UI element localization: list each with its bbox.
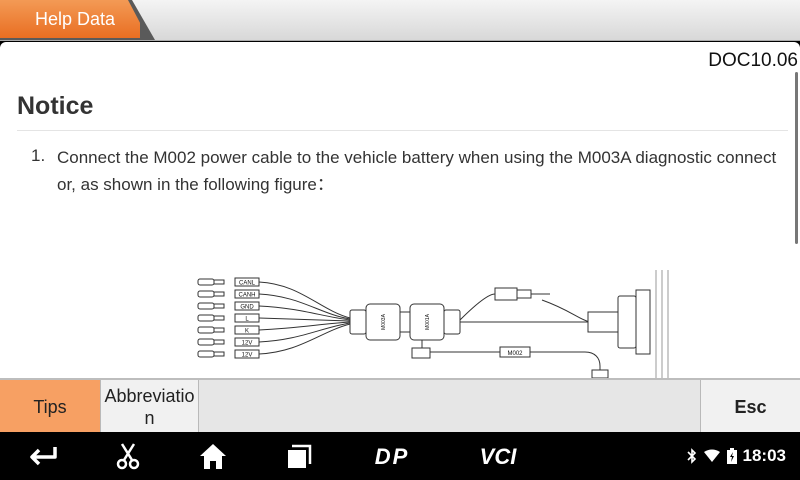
cable-label: M002: [507, 351, 523, 357]
wire-label: CANH: [238, 293, 255, 299]
recent-apps-icon[interactable]: [274, 440, 322, 472]
vci-icon[interactable]: VCI: [466, 440, 530, 472]
wire-canl: [197, 277, 351, 319]
heading-divider: [17, 130, 788, 131]
connector-diagram: CANL CANH GND L K 12V 12V M003A M001A M0…: [197, 270, 669, 378]
page-title: Help Data: [35, 9, 116, 29]
dp-icon[interactable]: DP: [366, 440, 418, 472]
wire-label: GND: [240, 305, 254, 311]
wire-l: [197, 313, 351, 323]
esc-button[interactable]: Esc: [700, 380, 800, 434]
wire-label: K: [245, 329, 249, 335]
wire-label: L: [245, 317, 249, 323]
module-right-label: M001A: [425, 313, 431, 330]
help-content[interactable]: DOC10.06 Notice 1. Connect the M002 powe…: [0, 42, 800, 378]
wire-label: 12V: [242, 341, 253, 347]
module-left-label: M003A: [381, 313, 387, 330]
wire-label: 12V: [242, 353, 253, 359]
abbreviation-button[interactable]: Abbreviation: [101, 380, 199, 434]
title-tab: [0, 0, 140, 38]
dp-label: DP: [375, 444, 410, 468]
bottom-toolbar: Tips Abbreviation Esc: [0, 378, 800, 434]
wire-12v-a: [197, 322, 351, 347]
wire-12v-b: [197, 323, 351, 359]
battery-icon: [726, 448, 737, 464]
back-icon[interactable]: [18, 440, 66, 472]
wifi-icon: [703, 449, 720, 462]
title-bar: Help Data: [0, 0, 800, 41]
wire-k: [197, 321, 351, 335]
list-item-text: Connect the M002 power cable to the vehi…: [57, 148, 777, 194]
tips-button[interactable]: Tips: [0, 380, 101, 434]
list-item-number: 1.: [31, 146, 46, 165]
wire-label: CANL: [239, 281, 256, 287]
scissors-icon[interactable]: [104, 440, 152, 472]
scrollbar[interactable]: [795, 72, 798, 244]
status-area: 18:03: [686, 446, 786, 466]
wire-canh: [197, 289, 351, 320]
notice-heading: Notice: [17, 92, 94, 120]
home-icon[interactable]: [189, 440, 237, 472]
vci-label: VCI: [480, 444, 518, 468]
wire-gnd: [197, 301, 351, 321]
system-nav-bar: DP VCI 18:03: [0, 432, 800, 480]
clock: 18:03: [742, 446, 786, 465]
bluetooth-icon: [686, 448, 696, 464]
doc-id: DOC10.06: [708, 50, 798, 71]
